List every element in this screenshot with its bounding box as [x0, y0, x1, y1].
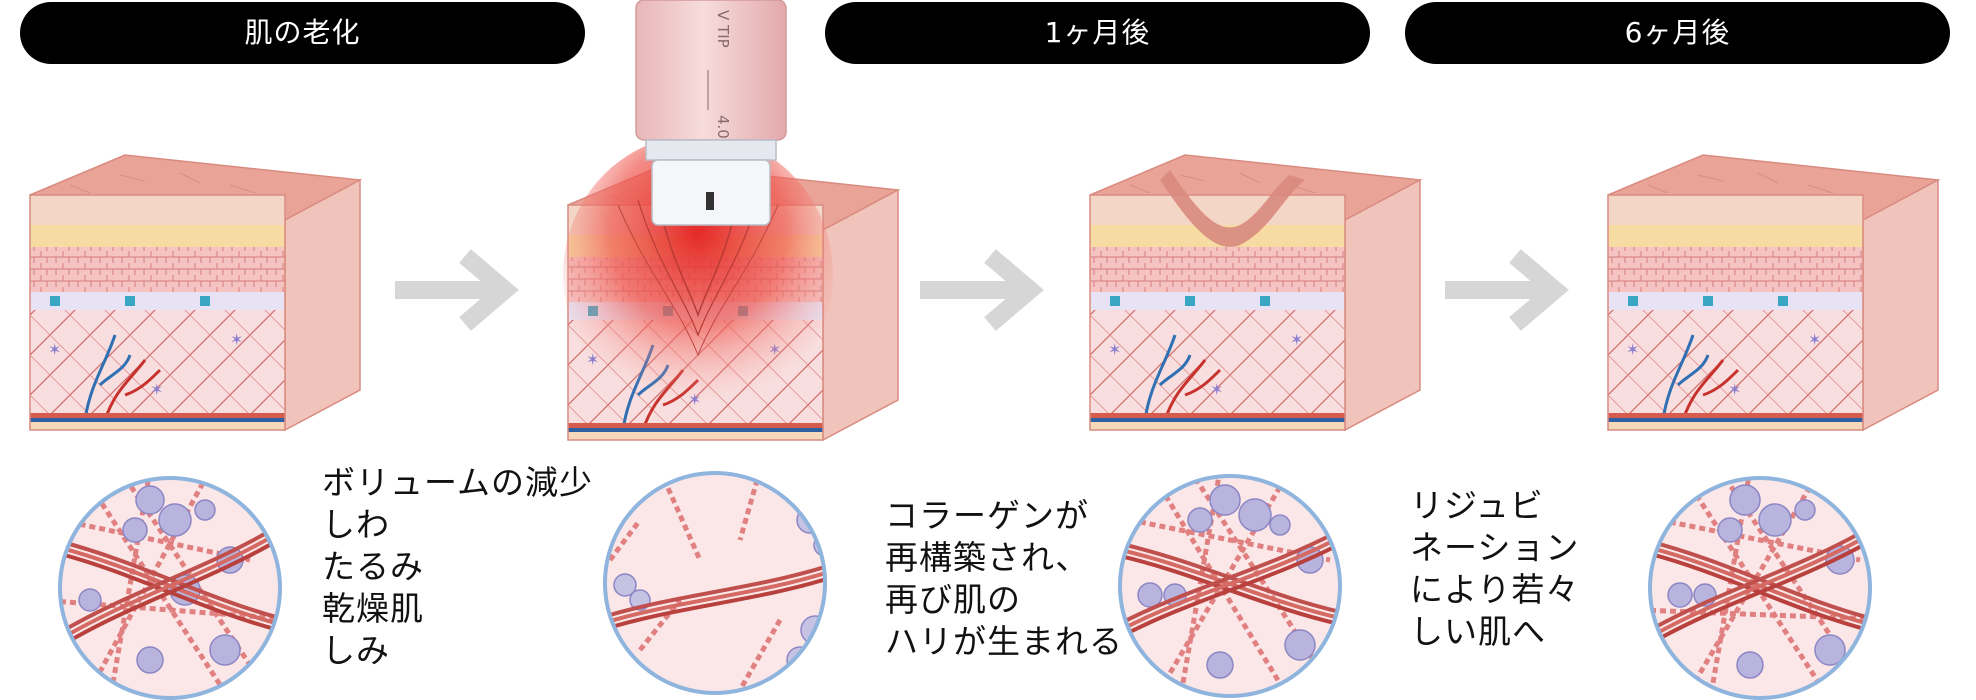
- description-line: ボリュームの減少: [322, 463, 594, 502]
- description-treatment: コラーゲンが 再構築され、 再び肌の ハリが生まれる: [885, 495, 1123, 663]
- skin-block-6-months: [1606, 153, 1940, 432]
- detail-circle-6-months: [1648, 476, 1872, 700]
- description-6-months: リジュビ ネーション により若々 しい肌へ: [1410, 485, 1579, 653]
- stage-label-aging: 肌の老化: [20, 2, 585, 64]
- description-line: たるみ: [322, 547, 424, 586]
- detail-circle-aging: [58, 476, 282, 700]
- skin-block-aging: [28, 153, 362, 432]
- arrow-right-icon: [920, 256, 1030, 324]
- detail-circle-1-month: [1118, 474, 1342, 698]
- description-line: リジュビ: [1410, 486, 1544, 525]
- description-aging: ボリュームの減少 しわ たるみ 乾燥肌 しみ: [322, 462, 593, 672]
- description-line: ネーション: [1410, 528, 1580, 567]
- description-line: により若々: [1410, 570, 1580, 609]
- description-line: 乾燥肌: [322, 589, 424, 628]
- stage-label-1-month: 1ヶ月後: [825, 2, 1370, 64]
- probe-tip-number: 4.0: [714, 115, 732, 139]
- probe-tip-label: V TIP: [714, 10, 732, 48]
- stage-label-6-months: 6ヶ月後: [1405, 2, 1950, 64]
- description-line: しみ: [322, 631, 390, 670]
- skin-block-1-month: [1088, 153, 1422, 432]
- detail-circle-treatment: [603, 471, 827, 695]
- hifu-probe: V TIP 4.0: [635, 0, 787, 226]
- description-line: 再構築され、: [885, 538, 1090, 577]
- description-line: しわ: [322, 505, 390, 544]
- arrow-right-icon: [1445, 256, 1555, 324]
- description-line: コラーゲンが: [885, 496, 1089, 535]
- arrow-right-icon: [395, 256, 505, 324]
- description-line: 再び肌の: [885, 580, 1021, 619]
- description-line: しい肌へ: [1410, 612, 1546, 651]
- description-line: ハリが生まれる: [885, 622, 1123, 661]
